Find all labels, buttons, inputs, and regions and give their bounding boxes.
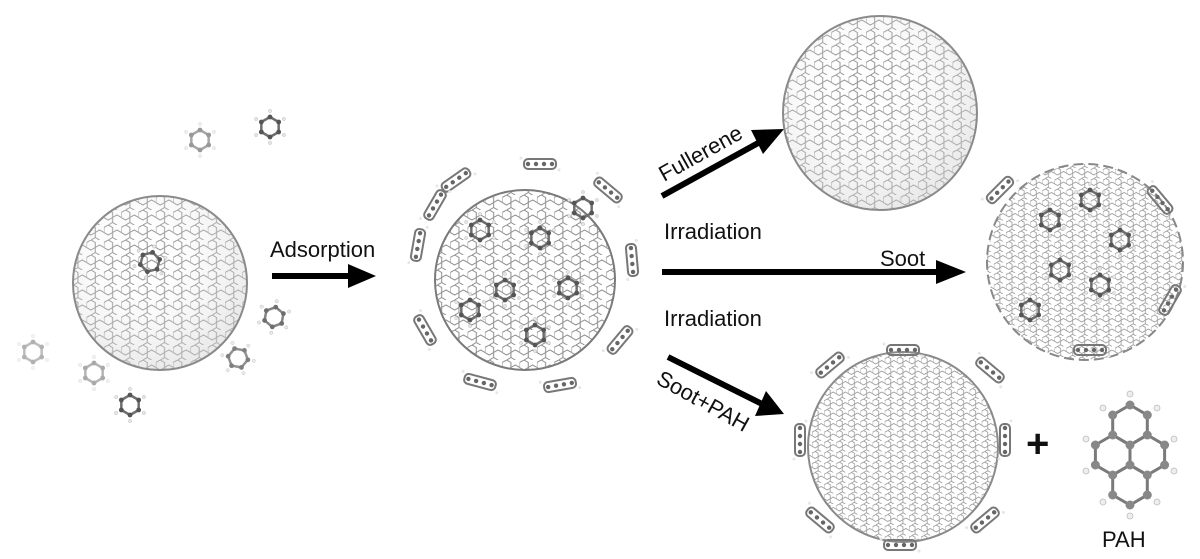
plus-sign: + (1026, 422, 1049, 466)
pah-label: PAH (1102, 527, 1146, 552)
pah-molecule (1082, 390, 1178, 520)
irradiation-label-bottom: Irradiation (664, 306, 762, 331)
fullerene-arrow: Fullerene (654, 120, 784, 199)
product-soot-with-pah (791, 341, 1014, 554)
product-fullerene (782, 15, 978, 211)
adsorption-label: Adsorption (270, 237, 375, 262)
adsorbed-fullerene (406, 155, 643, 397)
irradiation-label-top: Irradiation (664, 219, 762, 244)
soot-arrow: Soot (662, 246, 966, 284)
initial-fullerene (72, 195, 248, 371)
adsorption-arrow: Adsorption (270, 237, 376, 288)
soot-pah-arrow: Soot+PAH (653, 354, 784, 437)
product-soot (979, 163, 1188, 361)
soot-label: Soot (880, 246, 925, 271)
